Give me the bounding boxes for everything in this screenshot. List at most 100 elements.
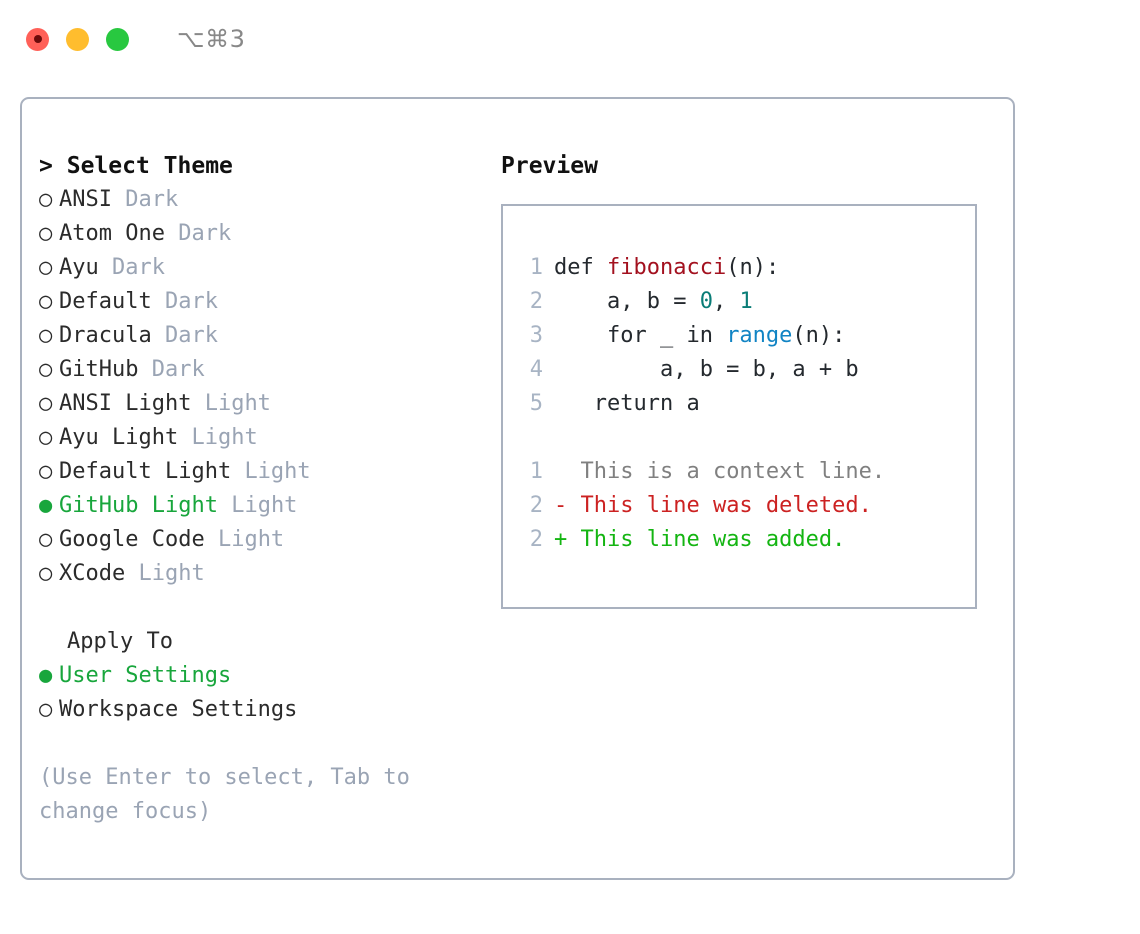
code-token-plain: def <box>554 255 607 280</box>
code-line: 4 a, b = b, a + b <box>521 353 975 387</box>
theme-option-tag: Light <box>217 527 285 552</box>
theme-option-label: Ayu <box>59 255 99 280</box>
theme-option-label: GitHub <box>59 357 139 382</box>
diff-text: This line was added. <box>567 527 846 552</box>
radio-unselected-icon: ○ <box>39 289 53 314</box>
code-token-plain: return a <box>554 391 700 416</box>
close-button-icon[interactable] <box>26 27 49 51</box>
theme-option-label: Google Code <box>59 527 205 552</box>
radio-selected-icon: ● <box>39 493 53 518</box>
code-token-num: 0 <box>699 289 713 314</box>
code-token-plain: for _ in <box>554 323 727 348</box>
radio-unselected-icon: ○ <box>39 391 53 416</box>
theme-option-tag: Dark <box>125 187 179 212</box>
window-titlebar: ⌥⌘3 <box>0 0 1140 78</box>
diff-text: This line was deleted. <box>567 493 872 518</box>
code-token-call: range <box>726 323 793 348</box>
theme-option-tag: Light <box>138 561 205 586</box>
apply-to-option-label: User Settings <box>59 663 232 688</box>
radio-unselected-icon: ○ <box>39 187 53 212</box>
diff-marker: - <box>554 493 568 518</box>
traffic-light-group <box>26 27 129 51</box>
radio-unselected-icon: ○ <box>39 697 53 722</box>
theme-option-label: Default <box>59 289 152 314</box>
theme-option-tag: Dark <box>112 255 165 280</box>
code-line: 5 return a <box>521 387 975 421</box>
window-title: ⌥⌘3 <box>177 25 246 53</box>
diff-sample: 1 This is a context line.2- This line wa… <box>521 455 975 557</box>
code-line-number: 5 <box>529 391 543 416</box>
diff-line-number: 2 <box>529 493 543 518</box>
theme-option-tag: Dark <box>178 221 232 246</box>
radio-unselected-icon: ○ <box>39 255 53 280</box>
theme-option-label: GitHub Light <box>59 493 218 518</box>
diff-marker <box>554 459 567 484</box>
select-theme-header: > Select Theme <box>39 149 479 183</box>
radio-selected-icon: ● <box>39 663 53 688</box>
diff-marker: + <box>554 527 568 552</box>
radio-unselected-icon: ○ <box>39 527 53 552</box>
diff-text: This is a context line. <box>567 459 886 484</box>
code-token-plain: a, b = <box>554 289 700 314</box>
apply-to-option-list: ●User Settings○Workspace Settings <box>39 659 479 727</box>
theme-option-tag: Light <box>191 425 258 450</box>
radio-unselected-icon: ○ <box>39 425 53 450</box>
theme-option-dracula[interactable]: ○Dracula Dark <box>39 319 479 353</box>
theme-option-label: Default Light <box>59 459 232 484</box>
theme-option-tag: Light <box>231 493 298 518</box>
theme-option-atom-one[interactable]: ○Atom One Dark <box>39 217 479 251</box>
code-line: 3 for _ in range(n): <box>521 319 975 353</box>
code-line: 2 a, b = 0, 1 <box>521 285 975 319</box>
theme-option-github[interactable]: ○GitHub Dark <box>39 353 479 387</box>
diff-line-number: 1 <box>529 459 543 484</box>
theme-option-label: Dracula <box>59 323 152 348</box>
theme-option-ansi-light[interactable]: ○ANSI Light Light <box>39 387 479 421</box>
code-token-plain: (n): <box>726 255 780 280</box>
preview-title: Preview <box>501 153 598 179</box>
apply-to-option-label: Workspace Settings <box>59 697 298 722</box>
theme-option-ayu[interactable]: ○Ayu Dark <box>39 251 479 285</box>
theme-option-default[interactable]: ○Default Dark <box>39 285 479 319</box>
radio-unselected-icon: ○ <box>39 357 53 382</box>
theme-option-list: ○ANSI Dark○Atom One Dark○Ayu Dark○Defaul… <box>39 183 479 591</box>
theme-option-xcode[interactable]: ○XCode Light <box>39 557 479 591</box>
radio-unselected-icon: ○ <box>39 561 53 586</box>
maximize-button-icon[interactable] <box>106 27 129 51</box>
radio-unselected-icon: ○ <box>39 459 53 484</box>
theme-option-label: ANSI Light <box>59 391 192 416</box>
keyboard-hint-text: (Use Enter to select, Tab to change focu… <box>39 765 410 824</box>
diff-line-ctx: 1 This is a context line. <box>521 455 975 489</box>
theme-option-tag: Dark <box>164 289 218 314</box>
code-line-number: 4 <box>529 357 543 382</box>
theme-picker-column: > Select Theme ○ANSI Dark○Atom One Dark○… <box>39 149 479 829</box>
minimize-button-icon[interactable] <box>66 27 89 51</box>
code-token-num: 1 <box>739 289 753 314</box>
theme-option-default-light[interactable]: ○Default Light Light <box>39 455 479 489</box>
code-line-number: 3 <box>529 323 543 348</box>
diff-line-add: 2 + This line was added. <box>521 523 975 557</box>
diff-line-del: 2- This line was deleted. <box>521 489 975 523</box>
code-diff-spacer <box>521 421 975 455</box>
radio-unselected-icon: ○ <box>39 221 53 246</box>
apply-to-header: Apply To <box>67 629 173 654</box>
caret-icon: > <box>39 153 53 179</box>
theme-option-github-light[interactable]: ●GitHub Light Light <box>39 489 479 523</box>
select-theme-header-label: Select Theme <box>66 153 233 179</box>
theme-option-tag: Dark <box>164 323 218 348</box>
theme-option-google-code[interactable]: ○Google Code Light <box>39 523 479 557</box>
diff-line-number: 2 <box>529 527 543 552</box>
radio-unselected-icon: ○ <box>39 323 53 348</box>
theme-option-ayu-light[interactable]: ○Ayu Light Light <box>39 421 479 455</box>
theme-option-ansi[interactable]: ○ANSI Dark <box>39 183 479 217</box>
code-token-plain: , <box>712 289 740 314</box>
apply-to-option-user-settings[interactable]: ●User Settings <box>39 659 479 693</box>
code-line-number: 2 <box>529 289 543 314</box>
code-token-plain: (n): <box>792 323 846 348</box>
apply-to-option-workspace-settings[interactable]: ○Workspace Settings <box>39 693 479 727</box>
theme-option-label: Ayu Light <box>59 425 179 450</box>
theme-option-label: Atom One <box>59 221 165 246</box>
